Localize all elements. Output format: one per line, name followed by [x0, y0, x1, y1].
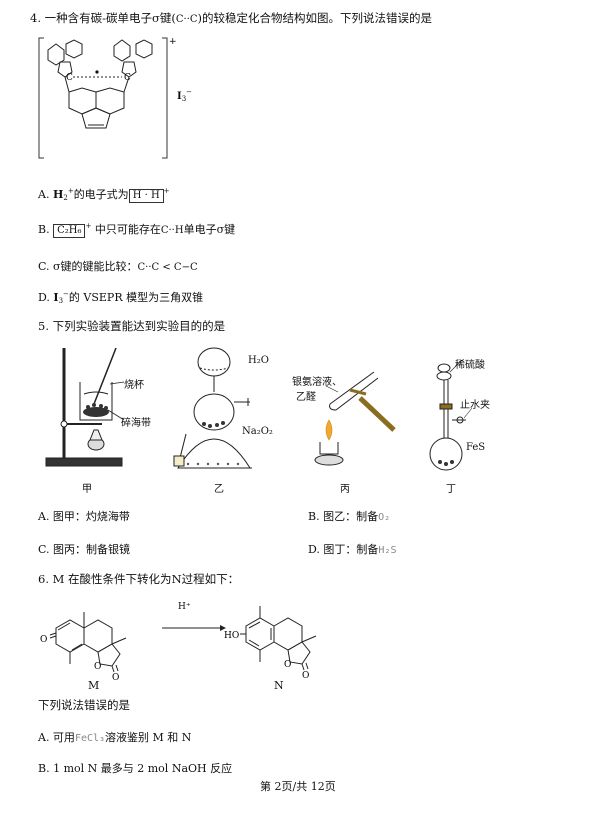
- q5-caption-yi: 乙: [214, 484, 224, 495]
- q5-caption-jia: 甲: [82, 484, 92, 495]
- q5-label-silver-ammonia: 银氨溶液、: [292, 377, 342, 388]
- q6-m-carbonyl-o: O: [112, 673, 119, 680]
- q6-m-ketone-o: O: [40, 635, 47, 645]
- q5-option-c: C. 图丙：制备银镜: [38, 543, 131, 556]
- q5-stem: 5. 下列实验装置能达到实验目的的是: [38, 319, 226, 333]
- q4-stem: 4. 一种含有碳-碳单电子σ键(C··C)的较稳定化合物结构如图。下列说法错误的…: [30, 11, 433, 25]
- q5-apparatus-jia: [45, 347, 125, 467]
- q5-option-b: B. 图乙：制备O₂: [308, 510, 391, 523]
- q4-atom-c1: C: [66, 73, 73, 83]
- q5-label-fes: FeS: [466, 442, 486, 453]
- q4-counterion: I3−: [177, 88, 193, 103]
- q4-plus-charge: +: [169, 37, 177, 47]
- q4-option-c: C. σ键的键能比较：C··C < C−C: [38, 260, 198, 273]
- q5-label-seaweed: 碎海带: [121, 418, 151, 429]
- q6-m-ring-o: O: [94, 662, 101, 672]
- q6-option-a: A. 可用FeCl₃溶液鉴别 M 和 N: [38, 731, 192, 744]
- q6-molecule-m: O O O: [40, 612, 127, 680]
- q5-label-na2o2: Na₂O₂: [242, 426, 273, 437]
- q5-label-h2o: H₂O: [248, 355, 269, 366]
- q5-apparatus-bing: [314, 371, 396, 466]
- q5-label-acetaldehyde: 乙醛: [296, 392, 316, 403]
- q5-caption-bing: 丙: [340, 484, 350, 495]
- q4-atom-c2: C: [124, 73, 131, 83]
- q5-label-clamp: 止水夹: [460, 400, 490, 411]
- q6-n-hydroxyl: HO: [224, 631, 239, 641]
- q5-caption-ding: 丁: [446, 484, 456, 495]
- q4-option-d: D. I3−的 VSEPR 模型为三角双锥: [38, 290, 204, 305]
- q4-option-b: B. C₂H₆+ 中只可能存在C··H单电子σ键: [38, 222, 236, 238]
- q4-structure-figure: C C +: [38, 37, 177, 159]
- q6-n-carbonyl-o: O: [302, 671, 309, 680]
- q6-option-b: B. 1 mol N 最多与 2 mol NaOH 反应: [38, 762, 233, 775]
- q6-n-ring-o: O: [284, 660, 291, 670]
- q5-option-a: A. 图甲：灼烧海带: [38, 510, 130, 523]
- q5-apparatus-ding: [429, 359, 473, 471]
- q6-reaction-arrow: [162, 625, 226, 631]
- q6-stem: 6. M 在酸性条件下转化为N过程如下：: [38, 572, 240, 586]
- page-footer: 第 2页/共 12页: [260, 780, 336, 793]
- q6-label-m: M: [88, 679, 100, 692]
- q5-apparatus-yi: [173, 347, 252, 469]
- q6-arrow-label: H⁺: [178, 602, 191, 612]
- q6-label-n: N: [274, 679, 284, 692]
- q6-ask: 下列说法错误的是: [38, 698, 130, 712]
- q6-molecule-n: HO O O: [224, 606, 317, 680]
- q5-option-d: D. 图丁：制备H₂S: [308, 543, 397, 556]
- q5-label-beaker: 烧杯: [124, 380, 144, 391]
- q5-label-dilute-acid: 稀硫酸: [455, 360, 485, 371]
